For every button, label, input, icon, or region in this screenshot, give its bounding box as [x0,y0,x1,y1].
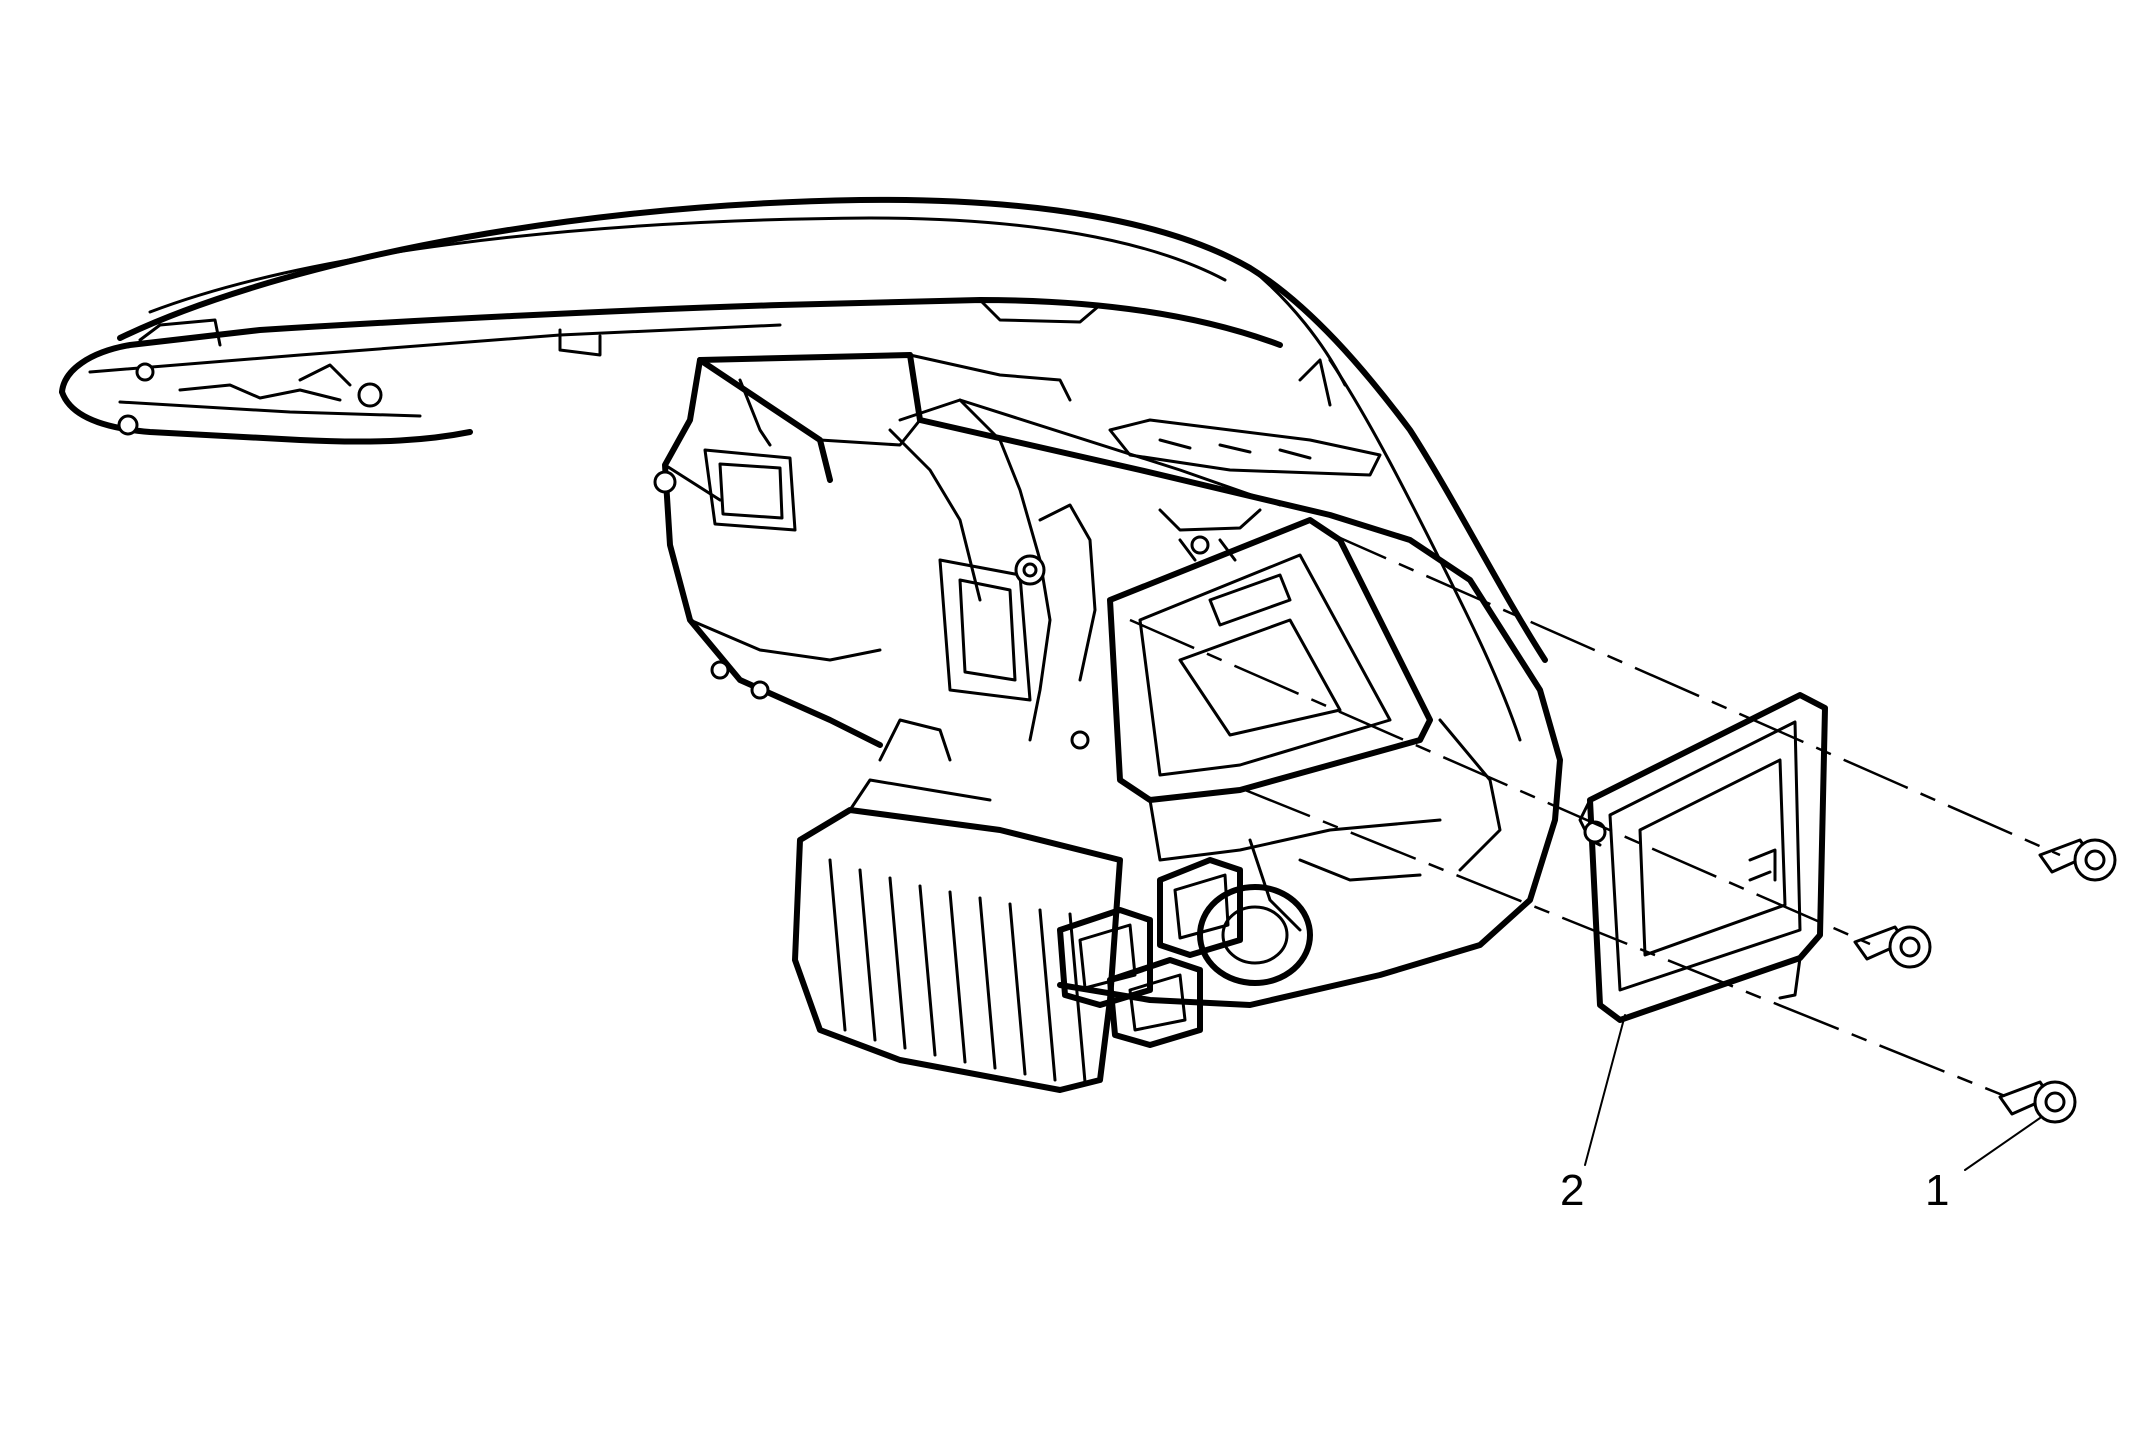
fastener-middle [1853,925,1932,969]
screw-hole-icon [357,382,383,408]
headlamp-housing-body [653,352,1563,1008]
electrical-connectors [1057,857,1313,1048]
screw-hole-icon [750,680,770,700]
leader-lines [1584,1014,2041,1171]
connector-left [1057,907,1153,1008]
fastener-upper [2038,838,2117,882]
fastener-lower [1998,1080,2077,1124]
leader-cover [1584,1014,1626,1166]
low-beam-socket [1197,884,1313,986]
screw-hole-icon [135,362,155,382]
label-plate [703,448,797,532]
leader-fastener [1964,1117,2041,1171]
screw-hole-icon [117,414,139,436]
screw-hole-icon [710,660,730,680]
callout-cover: 2 [1560,1166,1584,1215]
screw-hole-icon [1070,730,1090,750]
alignment-lines [1129,528,2061,1098]
ballast-module [792,718,1123,1093]
bulb-access-cover [1578,692,1828,1023]
bulb-access-opening [1107,517,1502,932]
screw-hole-icon [653,470,677,494]
connector-upper [1157,857,1243,958]
callout-fastener: 1 [1925,1166,1949,1215]
mounting-flange [59,297,1382,477]
connector-right [1107,957,1203,1048]
adjuster-cover [938,558,1032,702]
